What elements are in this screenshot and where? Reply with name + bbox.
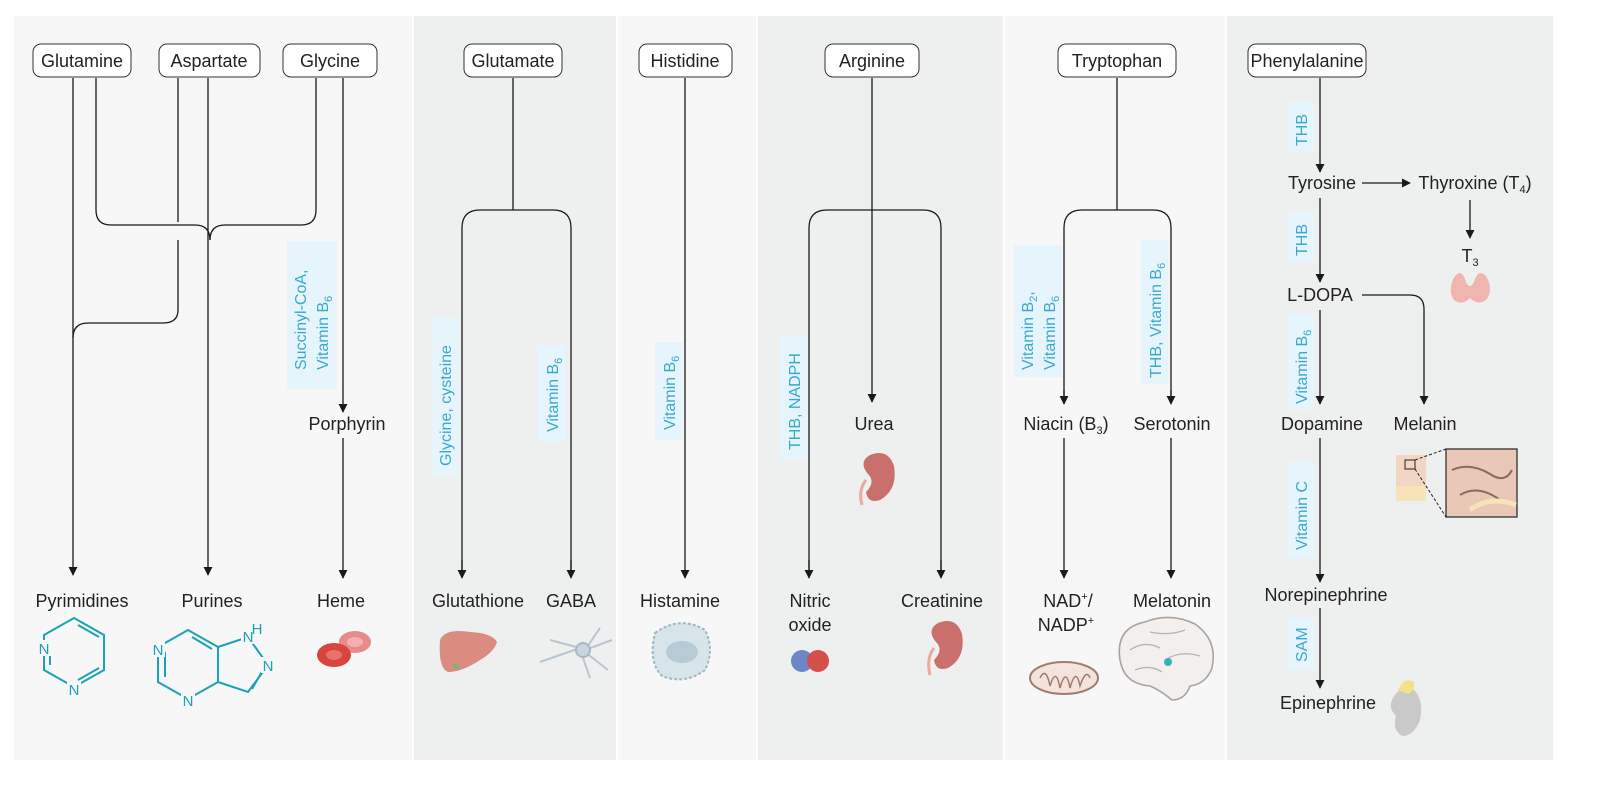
neuron-icon — [539, 627, 613, 679]
urea-label: Urea — [854, 414, 894, 434]
melatonin-label: Melatonin — [1133, 591, 1211, 611]
succinyl-coa-label: Succinyl-CoA, — [293, 270, 310, 370]
tryptophan-label: Tryptophan — [1072, 51, 1162, 71]
cofactor-vitamin-b2-b6: Vitamin B2, Vitamin B6 — [1014, 245, 1062, 377]
nitric-label: Nitric — [790, 591, 831, 611]
panel-4-lines — [804, 78, 946, 579]
svg-text:N: N — [153, 642, 164, 659]
cofactor-thb-1: THB — [1288, 102, 1314, 152]
arginine-node: Arginine — [824, 43, 920, 78]
oxide-label: oxide — [788, 615, 831, 635]
panel-2-lines — [457, 78, 576, 579]
svg-text:Glycine, cysteine: Glycine, cysteine — [438, 345, 455, 466]
histamine-label: Histamine — [640, 591, 720, 611]
glutamate-label: Glutamate — [471, 51, 554, 71]
svg-text:N: N — [263, 658, 274, 675]
nad-label: NAD+/ — [1043, 591, 1092, 611]
aspartate-node: Aspartate — [158, 43, 261, 78]
norepinephrine-label: Norepinephrine — [1264, 585, 1387, 605]
cofactor-thb-2: THB — [1288, 212, 1314, 262]
thyroid-icon — [1450, 273, 1490, 303]
pyrimidine-structure-icon: N N — [37, 616, 105, 699]
cofactor-thb-nadph: THB, NADPH — [780, 336, 808, 460]
nitric-oxide-molecule-icon — [791, 650, 829, 672]
cofactor-sam: SAM — [1288, 618, 1314, 670]
glutamate-node: Glutamate — [463, 43, 563, 78]
gaba-label: GABA — [546, 591, 596, 611]
cofactor-vitamin-b6-dopamine: Vitamin B6 — [1288, 314, 1314, 410]
svg-text:Vitamin B6: Vitamin B6 — [1294, 330, 1314, 404]
svg-text:THB: THB — [1294, 114, 1311, 146]
creatinine-label: Creatinine — [901, 591, 983, 611]
svg-text:THB, Vitamin B6: THB, Vitamin B6 — [1148, 263, 1168, 378]
melanin-label: Melanin — [1393, 414, 1456, 434]
tyrosine-label: Tyrosine — [1288, 173, 1356, 193]
cofactor-vitamin-c: Vitamin C — [1288, 462, 1314, 558]
heme-label: Heme — [317, 591, 365, 611]
kidney-icon-urea — [859, 453, 895, 506]
epinephrine-label: Epinephrine — [1280, 693, 1376, 713]
glycine-label: Glycine — [300, 51, 360, 71]
svg-text:THB, NADPH: THB, NADPH — [787, 353, 804, 450]
svg-text:N: N — [69, 682, 80, 699]
svg-text:H: H — [252, 621, 263, 638]
svg-text:Vitamin B6: Vitamin B6 — [545, 358, 565, 432]
phenylalanine-node: Phenylalanine — [1247, 43, 1367, 78]
svg-text:Vitamin C: Vitamin C — [1294, 481, 1311, 550]
porphyrin-label: Porphyrin — [308, 414, 385, 434]
glutamine-node: Glutamine — [32, 43, 132, 78]
kidney-icon-creatinine — [927, 621, 963, 676]
mast-cell-icon — [651, 622, 711, 681]
purines-label: Purines — [181, 591, 242, 611]
skin-melanocyte-icon — [1396, 448, 1518, 518]
svg-text:SAM: SAM — [1294, 627, 1311, 662]
panel-5-lines — [1059, 78, 1176, 579]
liver-icon — [439, 631, 497, 672]
cofactor-succinyl-coa-vitamin-b6: Succinyl-CoA, Vitamin B6 — [287, 241, 337, 389]
cofactor-vitamin-b6-gaba: Vitamin B6 — [538, 346, 566, 442]
svg-text:Vitamin B6: Vitamin B6 — [1042, 296, 1062, 370]
glutamine-label: Glutamine — [41, 51, 123, 71]
glutathione-label: Glutathione — [432, 591, 524, 611]
serotonin-label: Serotonin — [1133, 414, 1210, 434]
aspartate-label: Aspartate — [170, 51, 247, 71]
thyroxine-label: Thyroxine (T4) — [1418, 173, 1531, 196]
tryptophan-node: Tryptophan — [1057, 43, 1177, 78]
svg-text:N: N — [243, 629, 254, 646]
niacin-label: Niacin (B3) — [1023, 414, 1108, 437]
brain-icon — [1118, 616, 1214, 701]
svg-text:N: N — [39, 641, 50, 658]
arginine-label: Arginine — [839, 51, 905, 71]
histidine-node: Histidine — [638, 43, 733, 78]
svg-text:THB: THB — [1294, 224, 1311, 256]
purine-structure-icon: N N N N H — [151, 621, 275, 710]
pyrimidines-label: Pyrimidines — [35, 591, 128, 611]
cofactor-thb-vitamin-b6: THB, Vitamin B6 — [1141, 240, 1169, 384]
panel-1-lines — [68, 78, 348, 579]
histidine-label: Histidine — [650, 51, 719, 71]
phenylalanine-label: Phenylalanine — [1250, 51, 1363, 71]
svg-text:N: N — [183, 693, 194, 710]
red-blood-cell-icon — [317, 631, 371, 667]
t3-label: T3 — [1461, 246, 1478, 269]
mitochondrion-icon — [1029, 661, 1099, 695]
adrenal-gland-icon — [1390, 680, 1422, 736]
panel-phenylalanine — [1227, 16, 1553, 760]
cofactor-glycine-cysteine: Glycine, cysteine — [431, 318, 459, 476]
glycine-node: Glycine — [282, 43, 378, 78]
vitamin-b6-label: Vitamin B6 — [315, 296, 335, 370]
svg-text:Vitamin B6: Vitamin B6 — [662, 356, 682, 430]
l-dopa-label: L-DOPA — [1287, 285, 1353, 305]
panel-6-lines — [1315, 78, 1475, 689]
nadp-label: NADP+ — [1038, 615, 1094, 635]
dopamine-label: Dopamine — [1281, 414, 1363, 434]
svg-text:Vitamin B2,: Vitamin B2, — [1020, 291, 1040, 370]
cofactor-vitamin-b6-histamine: Vitamin B6 — [655, 342, 683, 440]
